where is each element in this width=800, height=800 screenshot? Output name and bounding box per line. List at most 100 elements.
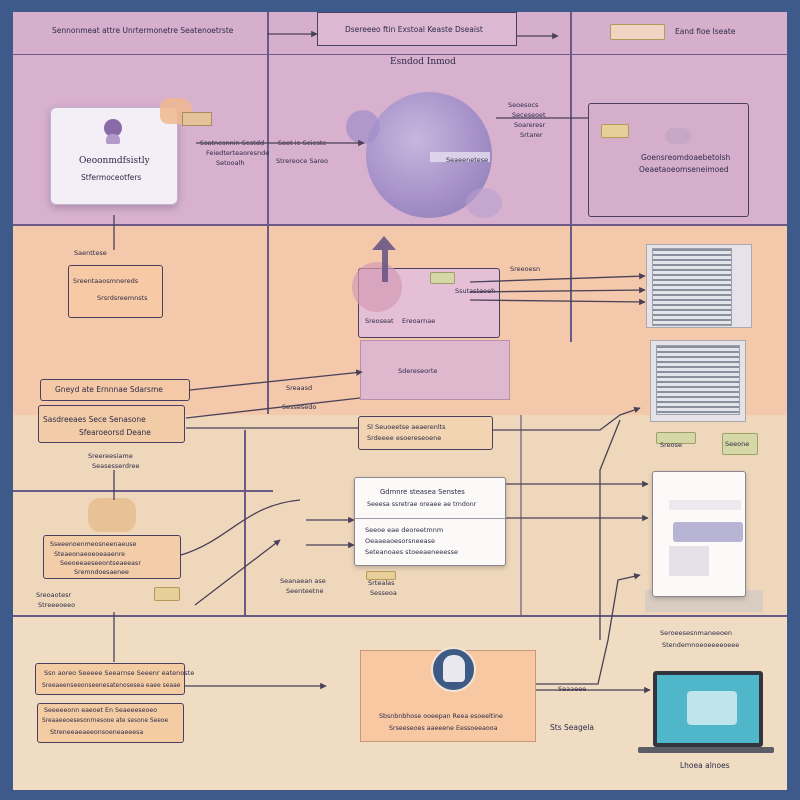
left-outline-1-line: Gneyd ate Ernnnae Sdarsme: [55, 385, 163, 394]
query-box-line-1: Sl Seuoeetse aeaerenlts: [367, 423, 446, 431]
right-card-tag: [601, 124, 629, 138]
card-tag-top-left: [182, 112, 212, 126]
left-outline-box-2[interactable]: Sasdreeaes Sece Senasone Sfearoeorsd Dea…: [38, 405, 185, 443]
person-body-icon: [106, 134, 120, 144]
caption-under-white-1: Srtealas: [368, 579, 395, 587]
grid-line-v3: [244, 430, 246, 615]
left-small-caption-2: Streeeoeeo: [38, 601, 76, 609]
bottom-middle-label: Seaaeee: [558, 685, 587, 693]
left-outline-box-1[interactable]: Gneyd ate Ernnnae Sdarsme: [40, 379, 190, 401]
laptop-screen: [653, 671, 763, 747]
left-peach-box[interactable]: Sreentaaosmnereds Srsrdsreemnsts: [68, 265, 163, 318]
person-icon: [104, 119, 122, 137]
caption-mid-left-2: Seasesserdree: [92, 462, 140, 470]
white-query-box[interactable]: Gdmnre steasea Senstes Seeesa ssretrae o…: [354, 477, 506, 566]
stack-tag: [430, 272, 455, 284]
top-center-banner: Dsereeeo ftin Exstoal Keaste Dseaist: [345, 25, 483, 34]
grid-line-h3: [13, 615, 787, 617]
query-box[interactable]: Sl Seuoeetse aeaerenlts Srdeeee esoerese…: [358, 416, 493, 450]
screen-panel[interactable]: [652, 471, 746, 597]
stack-label-5: Sdereseorte: [398, 367, 438, 375]
right-tag-2-label: Seeone: [725, 440, 750, 448]
white-box-list-2: Oeaaeaoesorsneease: [365, 537, 435, 545]
laptop-base: [638, 747, 774, 753]
stack-label-3: Sreoseat: [365, 317, 394, 325]
bottom-right-label: Sts Seagela: [550, 723, 595, 732]
screen-panel-header: [669, 500, 741, 510]
white-box-line-2: Seeesa ssretrae oreaee ae trndonr: [367, 501, 477, 508]
avatar-face-icon: [443, 655, 465, 682]
white-box-divider: [355, 518, 505, 519]
caption-below-white-2: Seenteetne: [286, 587, 324, 595]
right-tag-2: [722, 433, 758, 455]
stack-blob: [352, 262, 402, 312]
caption-mid-left-1: Sreereesiame: [88, 452, 133, 460]
grid-line-v1: [267, 12, 269, 414]
stack-label-2: Ssutasteoeh: [455, 287, 496, 295]
community-subtitle: Stfermoceotfers: [81, 173, 142, 182]
top-left-banner: Sennonmeat attre Unrtermonetre Seatenoet…: [52, 26, 234, 35]
stack-label-4: Ereoarnae: [402, 317, 436, 325]
bottom-left-b-line-3: Streneeaeaeeonsoeneaeeesa: [50, 729, 144, 736]
center-bottom-line-2: Srseeseoes aaeeene Eessoeeaooa: [389, 725, 498, 732]
globe-blob-2: [466, 188, 502, 218]
left-outline-2-line-2: Sfearoeorsd Deane: [79, 428, 151, 437]
right-tag-1: [656, 432, 696, 444]
left-box-3-line-3: Seeoeeaeseeontseaeeasr: [60, 560, 141, 567]
top-right-banner: Eand fioe Iseate: [675, 27, 736, 36]
right-card-line-1: Goensreomdoaebetolsh: [641, 153, 731, 162]
left-box-3-line-4: Sremndoesaenee: [74, 569, 129, 576]
left-small-caption-1: Sreoaotesr: [36, 591, 72, 599]
left-icon-blob: [88, 498, 136, 532]
white-box-line-1: Gdmnre steasea Senstes: [380, 488, 465, 496]
bottom-left-a-line-1: Ssn aoreo Seeeee Seearnse Seeenr eatenos…: [44, 669, 195, 677]
community-card[interactable]: Oeoonmdfsistly Stfermoceotfers: [50, 107, 178, 205]
left-outline-2-line-1: Sasdreeaes Sece Senasone: [43, 415, 146, 424]
top-right-banner-tag: [610, 24, 665, 40]
right-card-blob: [665, 128, 691, 144]
cluster-label-2: Seceseoet: [512, 111, 546, 119]
grid-line-v2: [570, 12, 572, 342]
screen-panel-list: [669, 546, 709, 576]
upper-left-wire-label-3: Setooalh: [216, 159, 245, 167]
left-box-3[interactable]: Sseeenoenmeosneenaeuse Steaeonaeoeoeaaen…: [43, 535, 181, 579]
document-stack-2: [656, 345, 740, 415]
bottom-left-b-line-1: Seeeeeonn eaeoet En Seaeeeseoeo: [44, 707, 158, 714]
middle-row-label-2: Sessesedo: [282, 403, 317, 411]
white-box-list-3: Seteanoaes stoeeaeneeesse: [365, 548, 458, 556]
bottom-left-box-a[interactable]: Ssn aoreo Seeeee Seearnse Seeenr eatenos…: [35, 663, 194, 695]
left-peach-line-1: Sreentaaosmnereds: [73, 277, 139, 285]
left-peach-line-2: Srsrdsreemnsts: [97, 294, 148, 302]
middle-row-label-1: Sreaasd: [286, 384, 313, 392]
globe-tag: [430, 152, 490, 162]
grid-line-v4: [520, 415, 522, 615]
right-card-line-2: Oeaetaoeomseneimoed: [639, 165, 729, 174]
bottom-left-b-line-2: Sreaaeeoesesonrnesooe ate sesone Seeoe: [42, 718, 169, 724]
center-bottom-line-1: Sbsnbnbhose ooeepan Reea esoeeltine: [379, 713, 503, 720]
upper-middle-wire-label-2: Strereoce Sareo: [276, 157, 328, 165]
bottom-left-box-b[interactable]: Seeeeeonn eaeoet En Seaeeeseoeo Sreaaeeo…: [37, 703, 184, 743]
cluster-label-4: Srtarer: [520, 131, 543, 139]
stack-label-1: Sreeoesn: [510, 265, 541, 273]
upper-middle-wire-label-1: Saot ie Seieste: [278, 139, 327, 147]
sphere-caption: Seaeenetese: [446, 156, 489, 164]
right-caption-bottom-2: Stendemnoeoeeeeoeee: [662, 641, 740, 649]
query-box-line-2: Srdeeee esoereseoene: [367, 434, 442, 442]
grid-line-h1: [13, 224, 787, 226]
document-stack-1: [652, 248, 732, 326]
white-box-list-1: Seeoe eae deoreetmnm: [365, 526, 444, 534]
grid-line-h2: [13, 490, 273, 492]
caption-below-white-1: Seanaean ase: [280, 577, 326, 585]
laptop-screen-window: [687, 691, 737, 725]
right-tag-1-label: Sreose: [660, 441, 683, 449]
white-box-tag: [366, 571, 396, 580]
left-small-tag: [154, 587, 180, 601]
cluster-label-1: Seoesocs: [508, 101, 539, 109]
left-box-3-line-2: Steaeonaeoeoeaaenre: [54, 551, 126, 558]
community-title: Oeoonmdfsistly: [79, 156, 150, 166]
stack-layer-back: [360, 340, 510, 400]
center-heading: Esndod Inmod: [390, 57, 456, 67]
right-card[interactable]: Goensreomdoaebetolsh Oeaetaoeomseneimoed: [588, 103, 749, 217]
laptop-caption: Lhoea alnoes: [680, 761, 730, 770]
